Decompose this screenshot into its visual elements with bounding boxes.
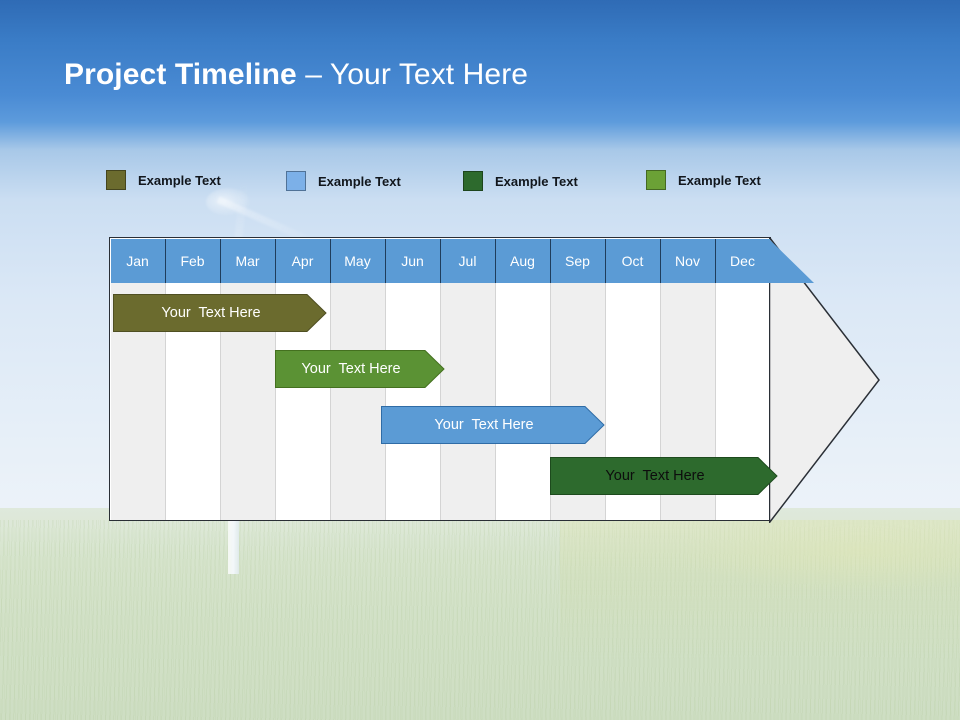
month-header-feb[interactable]: Feb	[164, 238, 220, 283]
olive-swatch	[106, 170, 126, 190]
field-texture	[0, 520, 960, 720]
task-bar-3[interactable]: Your Text Here	[381, 406, 605, 444]
page-title: Project Timeline – Your Text Here	[64, 58, 528, 92]
timeline-column-mar	[219, 238, 275, 520]
timeline-column-jan	[110, 238, 165, 520]
timeline-column-aug	[494, 238, 550, 520]
blue-swatch	[286, 171, 306, 191]
month-header-may[interactable]: May	[329, 238, 385, 283]
timeline-header-row: Jan Feb Mar Apr May Jun Jul Aug Sep Oct …	[110, 238, 770, 283]
task-bar-3-label: Your Text Here	[434, 417, 534, 433]
legend-item-2[interactable]: Example Text	[286, 171, 401, 191]
hedge-background	[560, 520, 960, 720]
timeline-columns	[110, 238, 770, 520]
task-bar-2[interactable]: Your Text Here	[275, 350, 445, 388]
light-green-swatch	[646, 170, 666, 190]
task-bar-1-label: Your Text Here	[161, 305, 261, 321]
timeline-column-feb	[164, 238, 220, 520]
month-header-nov[interactable]: Nov	[659, 238, 715, 283]
turbine-hub-icon	[206, 188, 250, 216]
timeline-chart: Jan Feb Mar Apr May Jun Jul Aug Sep Oct …	[109, 237, 881, 523]
timeline-column-jul	[439, 238, 495, 520]
legend-item-3[interactable]: Example Text	[463, 171, 578, 191]
legend-item-3-label: Example Text	[495, 173, 578, 189]
legend-item-2-label: Example Text	[318, 173, 401, 189]
legend-item-4-label: Example Text	[678, 172, 761, 188]
task-bar-2-label: Your Text Here	[301, 361, 401, 377]
turbine-tower-icon	[228, 512, 239, 574]
task-bar-4[interactable]: Your Text Here	[550, 457, 778, 495]
month-header-mar[interactable]: Mar	[219, 238, 275, 283]
field-background	[0, 508, 960, 720]
timeline-header-tip	[769, 238, 815, 283]
timeline-arrowhead	[769, 237, 881, 523]
month-header-apr[interactable]: Apr	[274, 238, 330, 283]
month-header-jan[interactable]: Jan	[110, 238, 165, 283]
legend-item-4[interactable]: Example Text	[646, 170, 761, 190]
page-title-light: – Your Text Here	[296, 58, 529, 91]
month-header-sep[interactable]: Sep	[549, 238, 605, 283]
month-header-oct[interactable]: Oct	[604, 238, 660, 283]
month-header-dec[interactable]: Dec	[714, 238, 770, 283]
legend-item-1[interactable]: Example Text	[106, 170, 221, 190]
dark-green-swatch	[463, 171, 483, 191]
page-title-strong: Project Timeline	[64, 58, 297, 91]
task-bar-4-label: Your Text Here	[605, 468, 705, 484]
month-header-jul[interactable]: Jul	[439, 238, 495, 283]
legend-item-1-label: Example Text	[138, 172, 221, 188]
task-bar-1[interactable]: Your Text Here	[113, 294, 327, 332]
month-header-jun[interactable]: Jun	[384, 238, 440, 283]
month-header-aug[interactable]: Aug	[494, 238, 550, 283]
